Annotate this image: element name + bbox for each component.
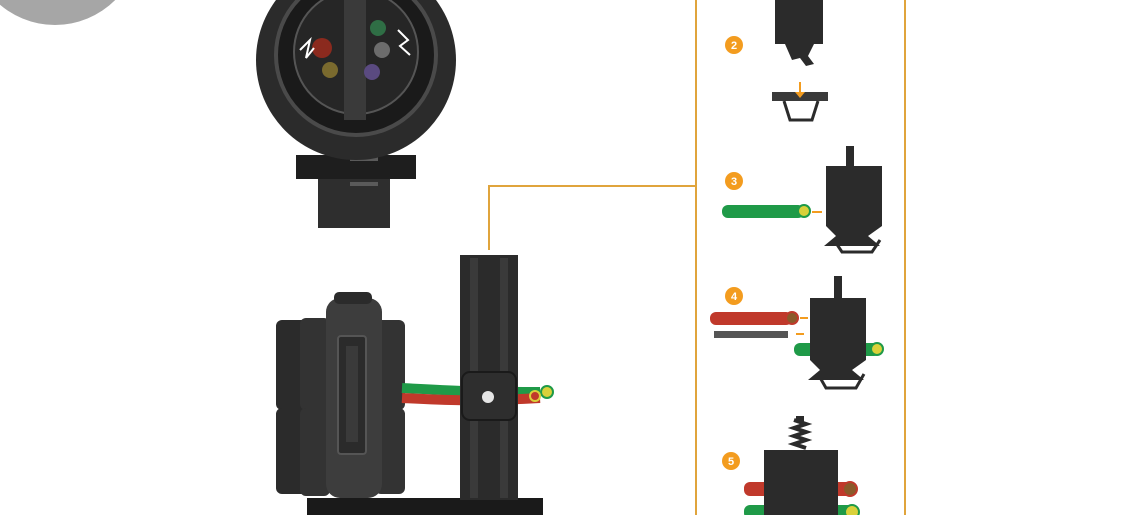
step-badge [725,36,743,54]
green-wire-insert-icon [722,146,882,254]
red-wire-insert-icon [710,276,884,390]
connector-assembly [276,255,554,515]
compress-spring-icon [744,416,860,515]
terminal-insert-icon [772,0,828,122]
step-number: 3 [731,176,737,188]
step-number: 4 [731,291,738,303]
step-badge [722,452,740,470]
step-number: 5 [728,456,734,468]
step-number: 2 [731,40,737,52]
step-badge [725,172,743,190]
corner-circle [0,0,116,25]
step-badge [725,287,743,305]
step-5: 5 [722,416,860,515]
step-4: 4 [710,276,884,390]
step-3: 3 [722,146,882,254]
step-2: 2 [725,0,828,122]
callout-lines [488,0,906,515]
socket-front-view [256,0,456,228]
